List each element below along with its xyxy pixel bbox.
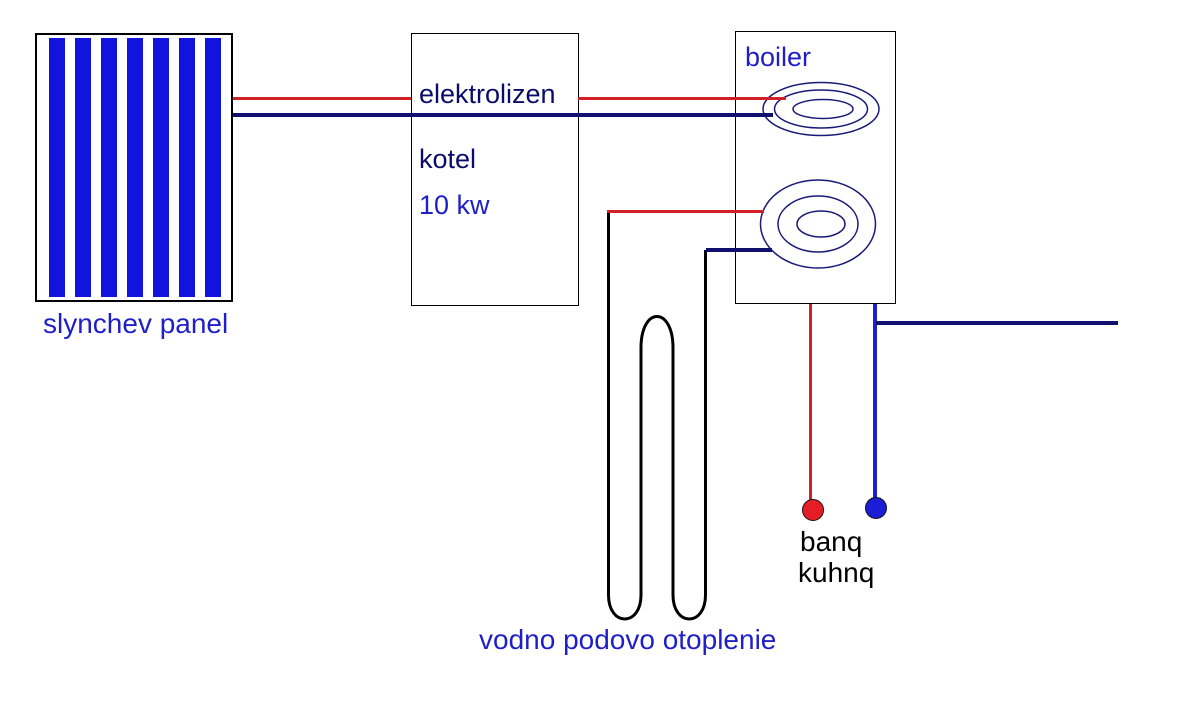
kitchen-label: kuhnq	[798, 557, 875, 588]
solar-panel-stripes	[49, 38, 223, 297]
hot-pipe-boiler-outlet	[809, 304, 812, 500]
hot-pipe-floor-to-boiler	[607, 210, 764, 213]
floor-heating-loop	[607, 212, 707, 621]
floor-heating-label: vodno podovo otoplenie	[479, 624, 777, 655]
cold-pipe-boiler-outlet	[873, 304, 877, 499]
cold-pipe-floor-to-boiler	[706, 248, 772, 252]
cold-water-tap-dot	[865, 497, 887, 519]
cold-pipe-inlet-right	[876, 321, 1118, 325]
solar-panel	[35, 33, 233, 302]
hot-pipe-panel-to-kotel	[233, 97, 411, 100]
electric-boiler-label-line2: kotel	[419, 144, 477, 174]
electric-boiler-power-label: 10 kw	[419, 190, 490, 220]
boiler-label: boiler	[745, 42, 812, 72]
electric-boiler-label-line1: elektrolizen	[419, 79, 556, 109]
bath-label: banq	[800, 526, 863, 557]
solar-panel-label: slynchev panel	[43, 308, 229, 339]
cold-pipe-panel-to-boiler	[233, 113, 773, 117]
boiler-box	[735, 31, 896, 304]
hot-water-tap-dot	[802, 499, 824, 521]
hot-pipe-kotel-to-boiler	[578, 97, 786, 100]
electric-boiler-box	[411, 33, 579, 306]
